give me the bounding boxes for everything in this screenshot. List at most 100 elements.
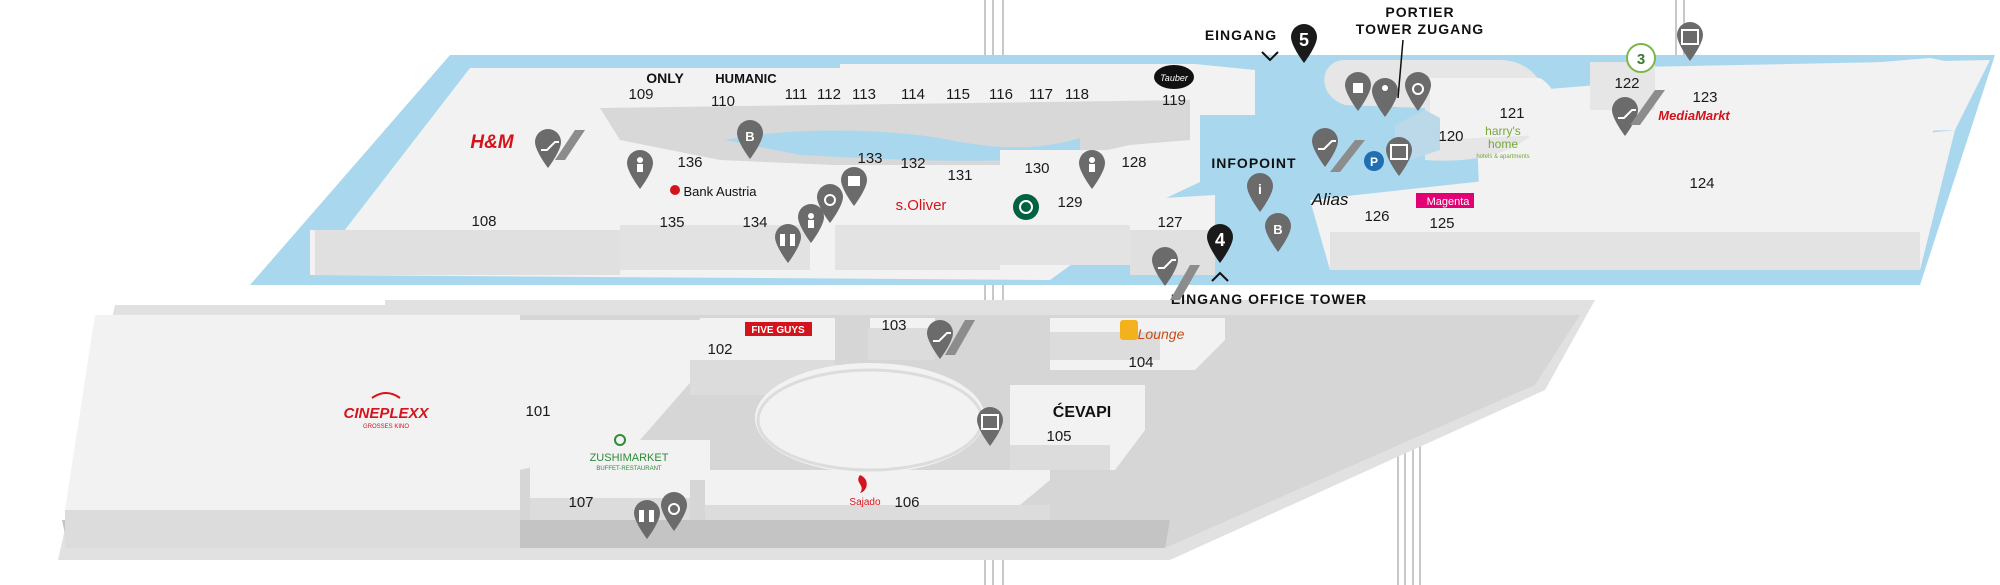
- entrances: EINGANG 5 PORTIER TOWER ZUGANG INFOPOINT…: [1171, 4, 1484, 307]
- starbucks-logo-ring: [1019, 200, 1033, 214]
- svg-text:i: i: [1258, 181, 1262, 197]
- brand-labels: ONLY HUMANIC Tauber H&M Bank Austria s.O…: [343, 43, 1730, 508]
- unit-103: 103: [881, 317, 906, 334]
- unit-135: 135: [659, 214, 684, 231]
- escalator-icon: [1612, 97, 1638, 136]
- zushi-mark: [614, 434, 626, 446]
- unit-108: 108: [471, 213, 496, 230]
- brand-zushi: ZUSHIMARKET: [590, 452, 669, 464]
- magenta-badge: [1416, 193, 1474, 208]
- info-icon: i: [1247, 173, 1273, 212]
- wheelchair-icon: [661, 492, 687, 531]
- unit-115: 115: [946, 86, 970, 103]
- unit-117: 117: [1029, 86, 1053, 103]
- bank-austria-mark: [670, 185, 680, 195]
- five-guys-badge: [745, 322, 812, 336]
- brand-zushi-sub: BUFFET-RESTAURANT: [596, 466, 662, 472]
- brand-soliver: s.Oliver: [896, 197, 947, 214]
- brand-tauber: Tauber: [1160, 73, 1189, 83]
- brand-cevapi: ĆEVAPI: [1053, 402, 1111, 421]
- unit-124: 124: [1689, 175, 1714, 192]
- unit-106: 106: [894, 494, 919, 511]
- toilet-icon: [775, 224, 801, 263]
- starbucks-logo: [1013, 194, 1039, 220]
- unit-130: 130: [1024, 160, 1049, 177]
- svg-text:B: B: [745, 129, 754, 144]
- escalator-icon: [927, 320, 953, 359]
- unit-101: 101: [525, 403, 550, 420]
- three-logo: [1626, 43, 1656, 73]
- unit-105: 105: [1046, 428, 1071, 445]
- unit-113: 113: [852, 86, 876, 103]
- unit-132: 132: [900, 155, 925, 172]
- brand-only: ONLY: [646, 70, 684, 86]
- brand-three: 3: [1637, 51, 1645, 68]
- escalators: [555, 90, 1665, 355]
- unit-110: 110: [711, 93, 735, 110]
- unit-112: 112: [817, 86, 841, 103]
- unit-134: 134: [742, 214, 767, 231]
- brand-alias: Alias: [1311, 190, 1349, 209]
- unit-136: 136: [677, 154, 702, 171]
- elevator-icon: [1677, 22, 1703, 61]
- bankomat-icon: B: [1265, 213, 1291, 252]
- parking-icon: P: [1364, 151, 1384, 171]
- unit-131: 131: [947, 167, 972, 184]
- brand-bank-austria: Bank Austria: [684, 184, 758, 199]
- chevron-down-icon: [1261, 51, 1279, 62]
- unit-119: 119: [1162, 92, 1186, 109]
- eingang-4-label: EINGANG OFFICE TOWER: [1171, 291, 1367, 307]
- brand-mediamarkt: MediaMarkt: [1658, 108, 1730, 123]
- toilet-icon: [627, 150, 653, 189]
- unit-127: 127: [1157, 214, 1182, 231]
- portier-pointer-line: [1397, 39, 1404, 99]
- baby-change-icon: [1372, 78, 1398, 117]
- escalator-icon: [1152, 247, 1178, 286]
- brand-dlounge: Lounge: [1138, 326, 1185, 342]
- eingang-5-label: EINGANG: [1205, 27, 1277, 43]
- unit-118: 118: [1065, 86, 1089, 103]
- unit-116: 116: [989, 86, 1013, 103]
- tauber-logo-badge: [1154, 65, 1194, 89]
- brand-harrys-1: harry's: [1485, 124, 1521, 138]
- unit-128: 128: [1121, 154, 1146, 171]
- brand-cineplexx-sub: GROSSES KINO: [363, 424, 409, 430]
- cineplexx-swoosh: [371, 392, 401, 399]
- elevator-icon: [1386, 137, 1412, 176]
- entrance-5-number: 5: [1299, 30, 1309, 50]
- chevron-up-icon: [1211, 271, 1229, 282]
- upper-floor: [250, 55, 1995, 285]
- infopoint-label: INFOPOINT: [1211, 155, 1296, 171]
- wheelchair-icon: [817, 184, 843, 223]
- unit-numbers: 101 102 103 104 105 106 107 108 109 110 …: [471, 75, 1717, 511]
- unit-114: 114: [901, 86, 925, 103]
- toilet-icon: [1079, 150, 1105, 189]
- portier-line2: TOWER ZUGANG: [1356, 21, 1484, 37]
- brand-harrys-2: home: [1488, 137, 1518, 151]
- svg-text:P: P: [1370, 155, 1378, 169]
- unit-125: 125: [1429, 215, 1454, 232]
- svg-text:B: B: [1273, 222, 1282, 237]
- unit-109: 109: [628, 86, 653, 103]
- unit-102: 102: [707, 341, 732, 358]
- baby-change-icon: [798, 204, 824, 243]
- brand-humanic: HUMANIC: [715, 71, 777, 86]
- unit-107: 107: [568, 494, 593, 511]
- unit-123: 123: [1692, 89, 1717, 106]
- brand-harrys-3: hotels & apartments: [1476, 154, 1529, 160]
- elevator-icon: [977, 407, 1003, 446]
- wheelchair-icon: [1405, 72, 1431, 111]
- escalator-icon: [535, 129, 561, 168]
- locker-icon: [841, 167, 867, 206]
- unit-111: 111: [785, 86, 808, 103]
- unit-129: 129: [1057, 194, 1082, 211]
- brand-magenta: Magenta: [1427, 196, 1471, 208]
- brand-cineplexx: CINEPLEXX: [343, 405, 429, 422]
- brand-sajado: Sajado: [849, 497, 881, 508]
- bankomat-icon: B: [737, 120, 763, 159]
- entrance-4-number: 4: [1215, 230, 1225, 250]
- service-pins: B i B P: [535, 22, 1703, 539]
- unit-133: 133: [857, 150, 882, 167]
- unit-121: 121: [1499, 105, 1524, 122]
